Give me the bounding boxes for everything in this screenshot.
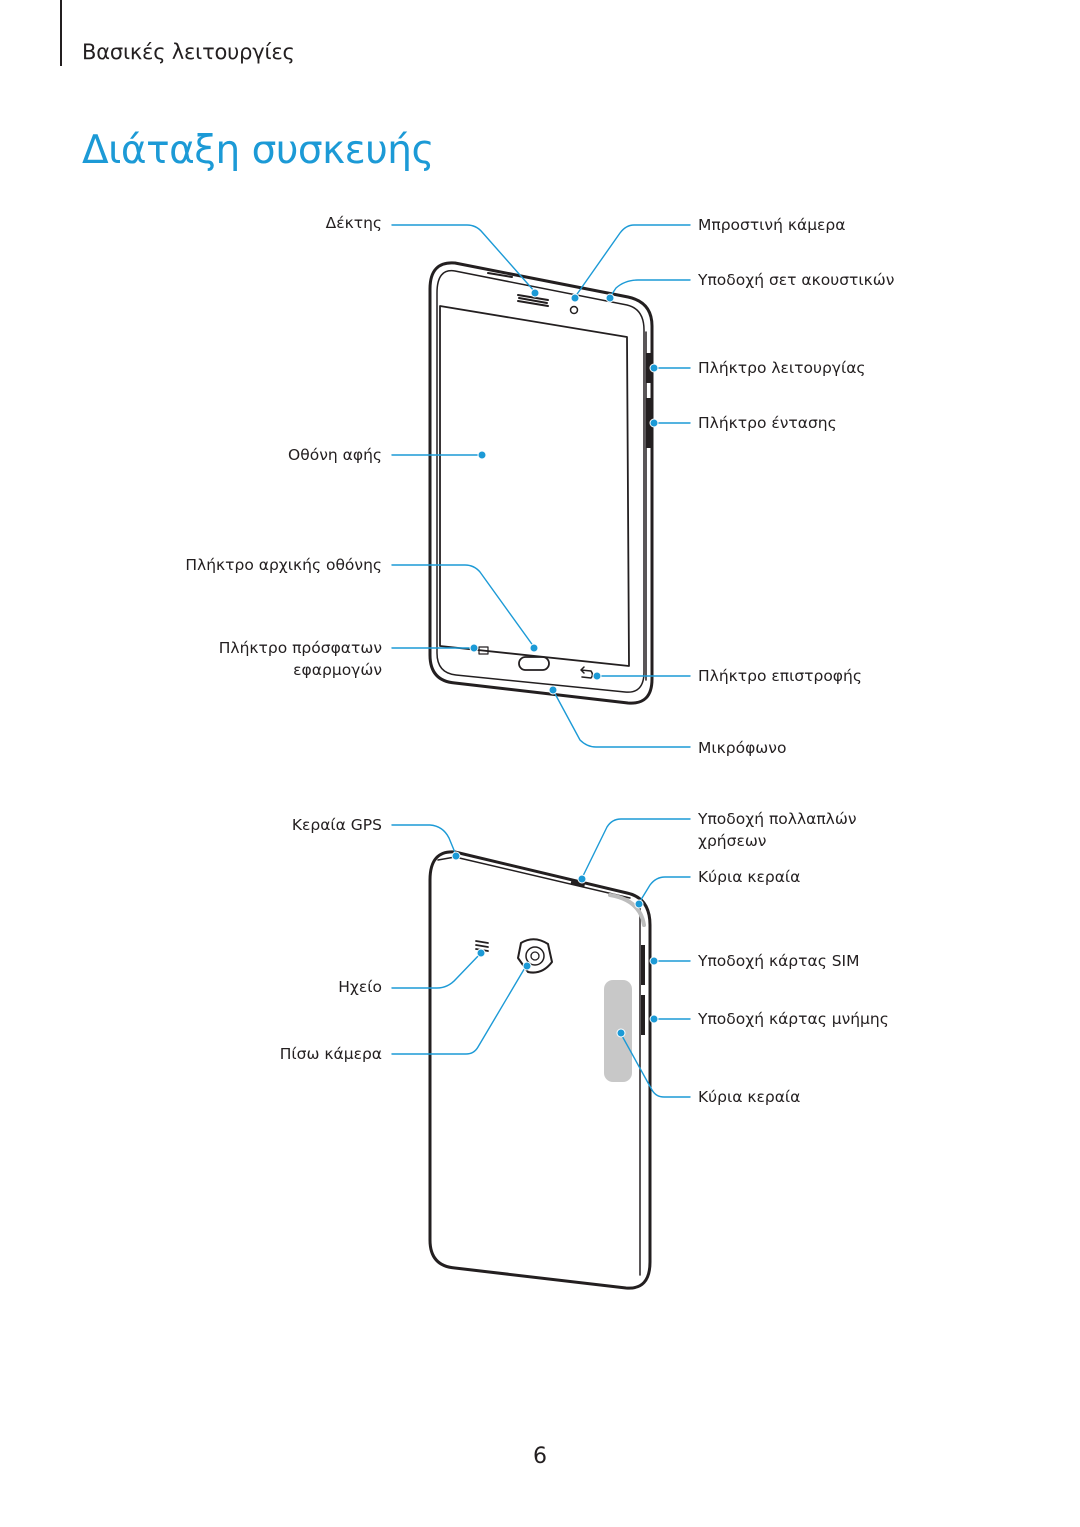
label-touchscreen: Οθόνη αφής xyxy=(288,446,382,464)
home-key xyxy=(518,656,550,671)
front-device-body xyxy=(428,261,654,705)
sim-tray-slot xyxy=(641,945,645,985)
leader-main-antenna-bottom xyxy=(620,1033,691,1098)
rear-camera-ring xyxy=(525,946,545,966)
dot-touchscreen xyxy=(477,450,487,460)
page-title: Διάταξη συσκευής xyxy=(82,128,434,173)
main-antenna-top-band xyxy=(608,893,646,927)
top-edge-slot xyxy=(487,272,513,278)
dot-home-key xyxy=(529,643,539,653)
page-number: 6 xyxy=(533,1444,547,1469)
label-volume-key: Πλήκτρο έντασης xyxy=(698,414,837,432)
label-power-key: Πλήκτρο λειτουργίας xyxy=(698,359,866,377)
dot-speaker xyxy=(476,948,486,958)
leader-multipurpose-jack xyxy=(581,818,691,879)
leader-receiver xyxy=(391,224,536,293)
label-microphone: Μικρόφωνο xyxy=(698,739,787,757)
label-recent-apps-line1: Πλήκτρο πρόσφατων xyxy=(218,639,382,657)
back-device xyxy=(428,850,652,1290)
memory-card-slot xyxy=(641,995,645,1035)
dot-multipurpose-jack xyxy=(577,874,587,884)
dot-headset-jack xyxy=(605,293,615,303)
multipurpose-jack-slot xyxy=(570,879,586,888)
front-device-bezel xyxy=(436,269,645,693)
dot-memory-card xyxy=(649,1014,659,1024)
leader-main-antenna-top xyxy=(638,876,691,904)
label-sim-tray: Υποδοχή κάρτας SIM xyxy=(698,952,860,970)
dot-main-antenna-bottom xyxy=(616,1028,626,1038)
dot-recent-apps xyxy=(469,643,479,653)
dot-front-camera xyxy=(570,293,580,303)
label-speaker: Ηχείο xyxy=(338,978,382,996)
leader-headset-jack xyxy=(609,279,691,298)
recent-apps-key xyxy=(478,646,489,655)
dot-rear-camera xyxy=(522,961,532,971)
dot-gps-antenna xyxy=(451,851,461,861)
back-key xyxy=(580,666,594,679)
leader-microphone xyxy=(552,689,691,748)
label-multipurpose-jack-line1: Υποδοχή πολλαπλών xyxy=(698,810,857,828)
label-main-antenna-bottom: Κύρια κεραία xyxy=(698,1088,801,1106)
front-device xyxy=(428,261,654,705)
side-rule xyxy=(60,0,62,66)
leader-gps-antenna xyxy=(391,824,457,856)
callout-leaders xyxy=(391,224,691,1098)
leader-front-camera xyxy=(574,224,691,298)
label-recent-apps-line2: εφαρμογών xyxy=(293,661,382,679)
label-back-key: Πλήκτρο επιστροφής xyxy=(698,667,862,685)
volume-key xyxy=(646,398,651,448)
back-top-edge xyxy=(437,856,631,899)
label-memory-card-tray: Υποδοχή κάρτας μνήμης xyxy=(698,1010,889,1028)
callout-dots xyxy=(451,288,659,1038)
leader-home-key xyxy=(391,564,535,648)
leader-rear-camera xyxy=(391,965,527,1055)
dot-receiver xyxy=(530,288,540,298)
label-front-camera: Μπροστινή κάμερα xyxy=(698,216,846,234)
label-rear-camera: Πίσω κάμερα xyxy=(279,1045,382,1063)
rear-camera-housing xyxy=(517,938,553,974)
label-home-key: Πλήκτρο αρχικής οθόνης xyxy=(185,556,382,574)
front-camera-lens xyxy=(569,305,579,315)
dot-microphone xyxy=(548,685,558,695)
front-device-screen xyxy=(439,305,630,667)
label-headset-jack: Υποδοχή σετ ακουστικών xyxy=(698,271,895,289)
rear-camera-lens xyxy=(530,951,540,961)
power-key xyxy=(646,353,651,383)
label-main-antenna-top: Κύρια κεραία xyxy=(698,868,801,886)
back-device-body xyxy=(428,850,652,1290)
leader-speaker xyxy=(391,953,481,989)
dot-power-key xyxy=(649,363,659,373)
dot-back-key xyxy=(592,671,602,681)
dot-volume-key xyxy=(649,418,659,428)
section-title: Βασικές λειτουργίες xyxy=(82,40,295,64)
dot-sim-tray xyxy=(649,956,659,966)
label-gps-antenna: Κεραία GPS xyxy=(291,816,382,834)
dot-main-antenna-top xyxy=(634,899,644,909)
receiver-grille xyxy=(517,294,549,307)
label-multipurpose-jack-line2: χρήσεων xyxy=(698,832,767,850)
label-receiver: Δέκτης xyxy=(325,214,382,232)
